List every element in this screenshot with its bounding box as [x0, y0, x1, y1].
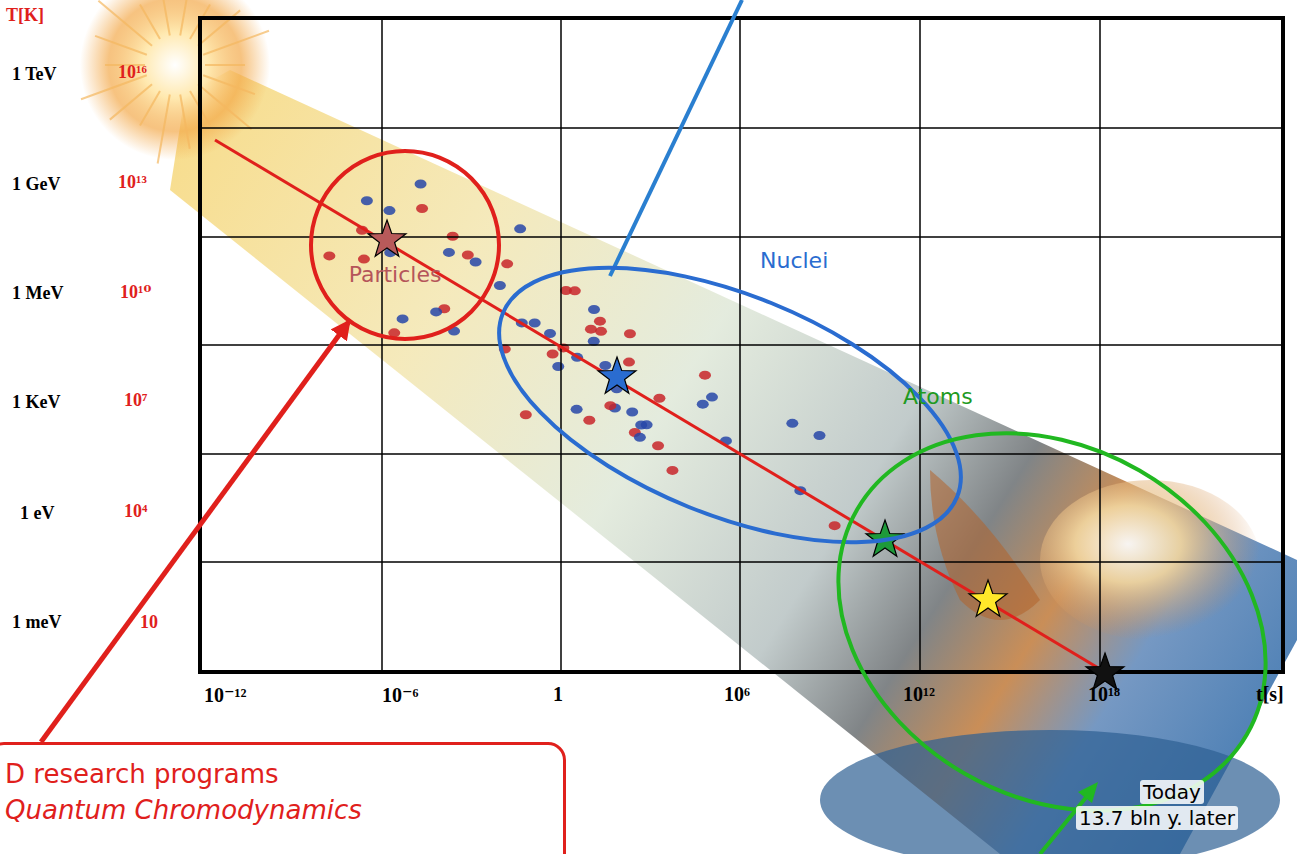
- time-tick: 10⁶: [724, 683, 750, 706]
- temperature-label: 10¹⁰: [120, 281, 151, 303]
- axis-title: t[s]: [1256, 683, 1284, 706]
- region-label: Particles: [346, 262, 445, 287]
- ellipse-outline: [495, 240, 965, 545]
- time-tick: 10⁻¹²: [204, 683, 247, 707]
- time-tick: 1: [553, 683, 563, 706]
- energy-label: 1 GeV: [12, 174, 61, 195]
- ellipse-outline: [310, 150, 500, 340]
- energy-label: 1 TeV: [12, 64, 57, 85]
- note-text: Today: [1140, 780, 1204, 804]
- temperature-label: 10⁷: [124, 390, 147, 411]
- time-tick: 10⁻⁶: [382, 683, 419, 707]
- ellipse-outline: [835, 380, 1270, 820]
- temperature-label: 10⁴: [124, 501, 147, 522]
- callout-text: Quantum Chromodynamics: [5, 795, 563, 825]
- axis-title: T[K]: [6, 5, 44, 26]
- particles-circle: Particles: [310, 150, 500, 340]
- note-text: 13.7 bln y. later: [1076, 806, 1238, 830]
- callout-text: D research programs: [5, 759, 563, 789]
- temperature-label: 10¹⁶: [118, 62, 147, 83]
- callout-box: D research programsQuantum Chromodynamic…: [0, 742, 566, 854]
- energy-label: 1 meV: [12, 612, 61, 633]
- energy-label: 1 MeV: [12, 283, 63, 304]
- region-label: Atoms: [900, 384, 976, 409]
- temperature-label: 10¹³: [118, 172, 147, 193]
- energy-label: 1 eV: [20, 503, 55, 524]
- callout-arrow: [41, 322, 348, 742]
- temperature-label: 10: [140, 612, 158, 633]
- energy-label: 1 KeV: [12, 392, 61, 413]
- atoms-ellipse: Atoms: [835, 380, 1270, 820]
- nuclei-ellipse: Nuclei: [495, 240, 965, 545]
- region-label: Nuclei: [757, 248, 831, 273]
- time-tick: 10¹⁸: [1088, 683, 1120, 706]
- time-tick: 10¹²: [903, 683, 935, 706]
